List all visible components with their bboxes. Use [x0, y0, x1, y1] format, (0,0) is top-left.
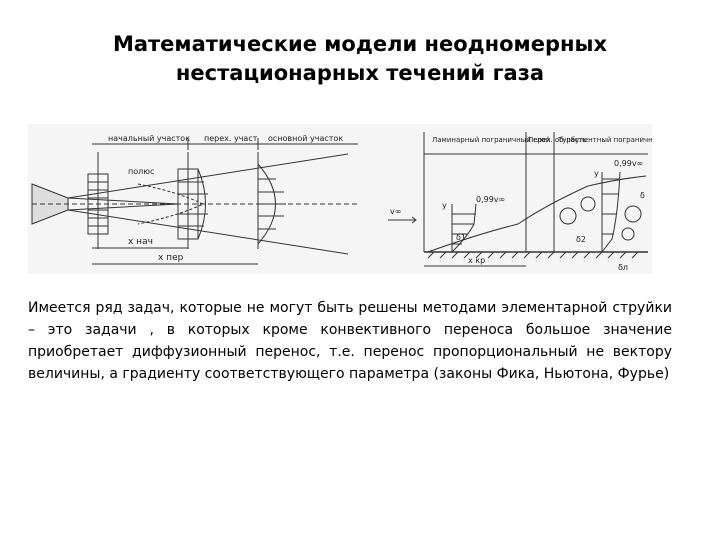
bl-label-delta2: δ2: [576, 235, 586, 244]
jet-label-x-start: x нач: [128, 237, 153, 247]
jet-label-core: полюс: [128, 167, 154, 176]
bl-label-vinf: v∞: [390, 207, 401, 216]
jet-label-main: основной участок: [268, 134, 343, 143]
eddy-4: [621, 227, 635, 241]
lam-profile: [451, 203, 477, 253]
bl-label-xkr: x кр: [468, 256, 485, 265]
jet-diagram: [31, 138, 358, 265]
bl-label-delta: δ: [640, 191, 645, 200]
eddy-1: [559, 207, 577, 225]
jet-label-transition: перех. участ: [204, 134, 258, 143]
eddy-2: [580, 196, 596, 212]
bl-label-099-a: 0,99v∞: [476, 195, 505, 204]
turb-profile: [601, 171, 621, 253]
body-paragraph: Имеется ряд задач, которые не могут быть…: [28, 300, 672, 382]
jet-lower-boundary: [67, 209, 349, 255]
jet-label-x-trans: x пер: [158, 253, 184, 263]
bl-label-y-a: y: [442, 201, 447, 210]
eddy-3: [624, 205, 642, 223]
profile-2-curve: [197, 168, 206, 240]
profile-1: [87, 173, 109, 235]
jet-upper-boundary: [67, 153, 349, 199]
bl-label-turbulent: Турбулентный пограничный слой: [557, 136, 652, 144]
boundary-layer-diagram: [388, 132, 648, 267]
vinf-arrowhead: [411, 216, 417, 224]
bl-label-y-b: y: [594, 169, 599, 178]
core-lower: [67, 203, 179, 211]
slide-title: Математические модели неодномерных неста…: [60, 30, 660, 88]
title-line-2: нестационарных течений газа: [175, 61, 545, 85]
profile-2: [177, 168, 199, 240]
core-dashed: [137, 183, 205, 225]
figure-svg: начальный участок перех. участ основной …: [31, 132, 652, 272]
bl-edge: [427, 175, 647, 253]
bl-label-delta-l: δл: [618, 263, 628, 272]
bl-label-transition: Перех. об-ласть: [528, 136, 587, 144]
figure-area: начальный участок перех. участ основной …: [28, 124, 652, 274]
bl-label-delta1: δ1: [456, 233, 466, 242]
bl-label-laminar: Ламинарный пограничный слой: [432, 136, 550, 144]
core-upper: [67, 197, 179, 205]
title-line-1: Математические модели неодномерных: [112, 32, 608, 56]
wall-hatch: [427, 251, 639, 259]
bl-label-099-b: 0,99v∞: [614, 159, 643, 168]
jet-label-initial: начальный участок: [108, 134, 190, 143]
